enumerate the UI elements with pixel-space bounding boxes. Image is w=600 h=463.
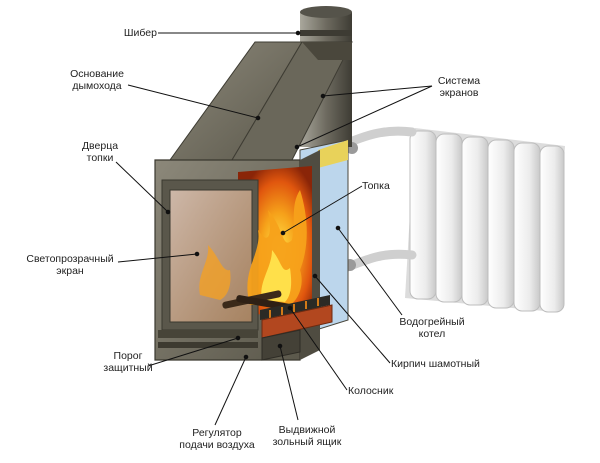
label-chimney-base: Основание дымохода	[62, 68, 132, 92]
radiator-section	[409, 130, 437, 300]
label-ash-drawer: Выдвижной зольный ящик	[264, 424, 350, 448]
flue-pipe-top	[300, 6, 352, 18]
flames	[199, 190, 307, 305]
flame-main	[247, 190, 307, 305]
label-glass-screen-line1: Светопрозрачный	[26, 253, 114, 265]
leader-ekran	[117, 253, 198, 263]
leader-dot	[335, 225, 341, 231]
leader-dot	[255, 115, 261, 121]
label-grate: Колосник	[348, 385, 418, 397]
leader-dverca	[115, 161, 169, 213]
leader-dot	[235, 335, 241, 341]
leader-dot	[277, 343, 283, 349]
label-shiber-text: Шибер	[123, 27, 157, 39]
label-grate-text: Колосник	[348, 385, 394, 397]
label-air-regulator-line2: подачи воздуха	[179, 439, 255, 451]
label-ash-drawer-line2: зольный ящик	[272, 436, 342, 448]
radiator-section	[513, 142, 541, 312]
leader-dot	[295, 30, 301, 36]
leader-sistema-a	[322, 85, 433, 97]
leader-lines	[115, 30, 433, 426]
label-firebox: Топка	[362, 180, 412, 192]
label-firebox-door-line1: Дверца	[81, 140, 119, 152]
leader-dot	[287, 305, 293, 311]
leader-dot	[194, 251, 200, 257]
radiator-section	[461, 136, 489, 306]
label-firebox-text: Топка	[362, 180, 390, 192]
label-screen-system-line1: Система	[437, 75, 481, 87]
leader-osnovanie	[127, 84, 259, 119]
label-air-regulator-line1: Регулятор	[192, 427, 242, 439]
leader-dot	[312, 273, 318, 279]
label-threshold: Порог защитный	[96, 350, 160, 374]
label-firebrick: Кирпич шамотный	[391, 358, 501, 370]
radiator	[405, 128, 565, 313]
label-firebox-door-line2: топки	[86, 152, 114, 164]
radiator-section	[539, 145, 565, 313]
leader-vodo	[337, 227, 403, 316]
protective-threshold	[158, 330, 258, 338]
radiator-section	[435, 133, 463, 303]
leader-kirpich	[314, 275, 391, 364]
label-chimney-base-line2: дымохода	[72, 80, 122, 92]
label-glass-screen: Светопрозрачный экран	[20, 253, 120, 277]
leader-yashik	[279, 345, 299, 421]
air-regulator	[158, 342, 258, 348]
label-glass-screen-line2: экран	[56, 265, 84, 277]
screen-system-top	[318, 140, 348, 168]
damper-slot	[300, 30, 352, 36]
label-air-regulator: Регулятор подачи воздуха	[172, 427, 262, 451]
leader-sistema-b	[296, 85, 433, 148]
leader-dot	[243, 354, 249, 360]
label-screen-system: Система экранов	[424, 75, 494, 99]
label-firebrick-text: Кирпич шамотный	[391, 358, 480, 370]
chimney-base-top	[302, 42, 352, 60]
leader-dot	[165, 209, 171, 215]
leader-topka	[282, 185, 363, 234]
label-ash-drawer-line1: Выдвижной	[278, 424, 336, 436]
label-firebox-door: Дверца топки	[74, 140, 126, 164]
firebrick-lining	[261, 304, 333, 339]
label-threshold-line2: защитный	[103, 362, 153, 374]
label-water-boiler-line1: Водогрейный	[399, 316, 465, 328]
leader-dot	[280, 230, 286, 236]
label-screen-system-line2: экранов	[439, 87, 479, 99]
flame-core	[261, 250, 292, 302]
label-water-boiler: Водогрейный котел	[392, 316, 472, 340]
leader-porog	[147, 337, 239, 367]
label-water-boiler-line2: котел	[418, 328, 446, 340]
label-shiber: Шибер	[112, 27, 157, 39]
radiator-section	[487, 139, 515, 309]
label-chimney-base-line1: Основание	[70, 68, 124, 80]
leader-kolosnik	[289, 307, 348, 391]
leader-regulator	[214, 356, 247, 426]
grate	[260, 295, 330, 320]
label-threshold-line1: Порог	[113, 350, 143, 362]
leader-dot	[320, 93, 326, 99]
leader-dot	[294, 144, 300, 150]
flame-glass	[199, 245, 231, 300]
